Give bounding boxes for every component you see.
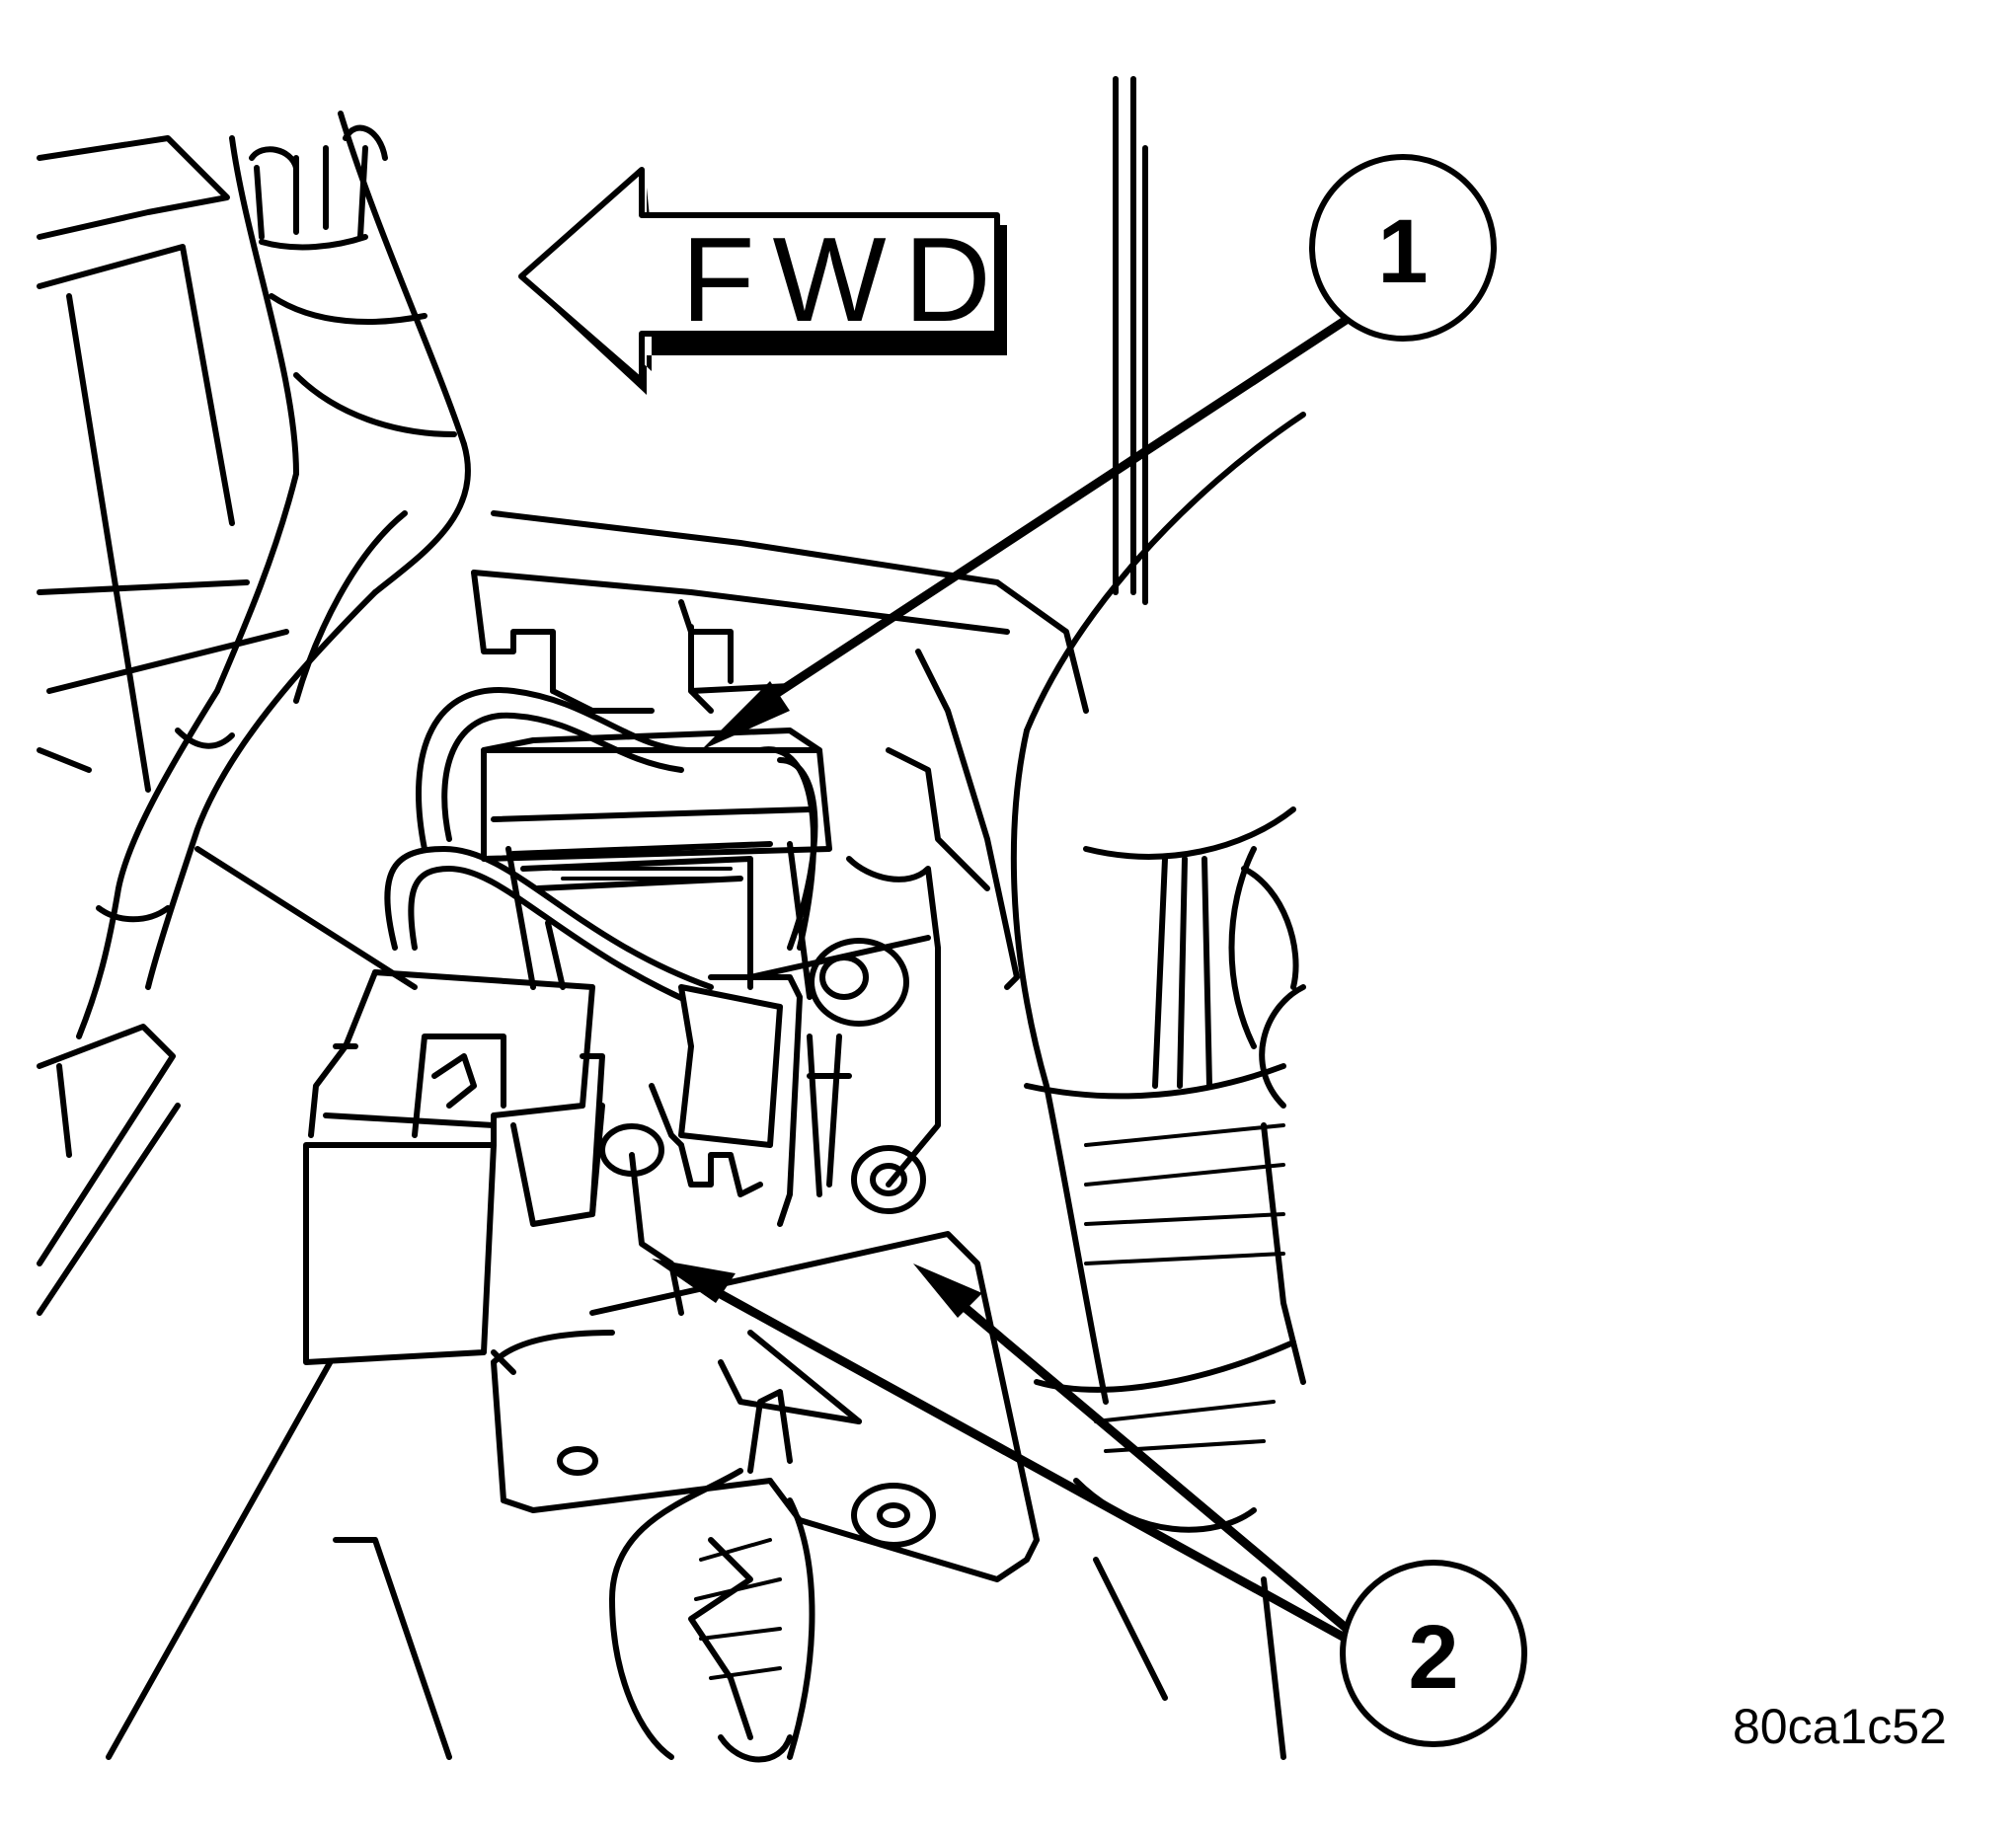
lower-cable <box>609 1389 815 1763</box>
lower-housing <box>491 1330 1040 1582</box>
inline-connector <box>629 974 852 1316</box>
control-module <box>481 624 832 1000</box>
mounting-bracket <box>471 510 1089 1543</box>
forward-direction-arrow: FWD <box>518 167 1009 395</box>
callout-1: 1 <box>1309 154 1497 342</box>
fwd-label: FWD <box>681 212 1009 346</box>
mounting-nut-upper <box>809 938 909 1027</box>
leader-callout-2-b <box>913 1264 1387 1663</box>
wiring-harness-left <box>76 111 471 1039</box>
connector-wire-loops <box>384 687 818 1010</box>
vertical-pipe <box>1024 76 1306 733</box>
leader-callout-2-a <box>652 1259 1387 1663</box>
mounting-bolt-left <box>599 1123 664 1177</box>
mounting-bolt-right <box>851 1145 926 1214</box>
callout-2-number: 2 <box>1408 1607 1458 1708</box>
body-panel-left <box>37 135 452 1760</box>
callout-2: 2 <box>1340 1560 1527 1747</box>
callout-1-number: 1 <box>1377 201 1428 302</box>
wiring-harness-right <box>1010 728 1306 1760</box>
leader-callout-1 <box>701 291 1387 750</box>
figure-reference-id: 80ca1c52 <box>1733 1699 1947 1754</box>
harness-connector <box>303 969 605 1375</box>
